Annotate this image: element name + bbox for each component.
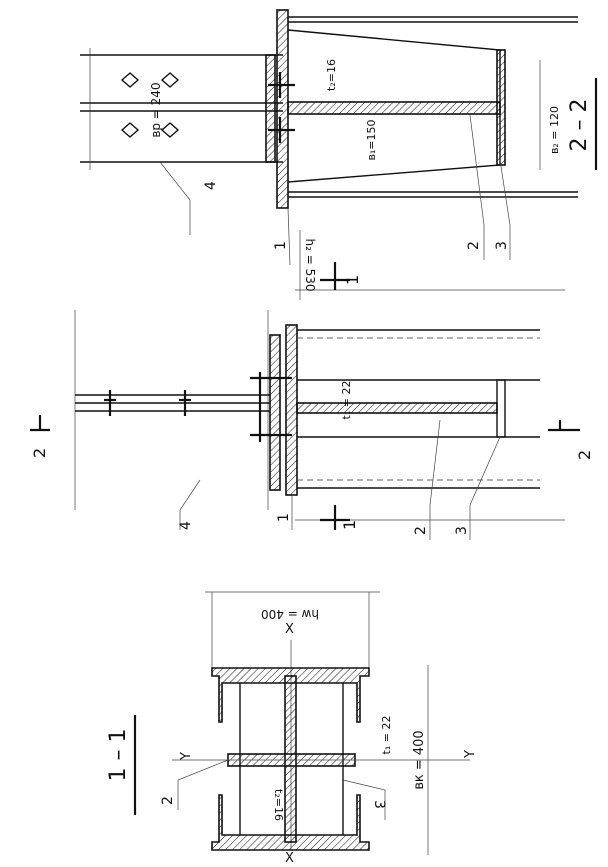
item-2-section: 2 — [160, 796, 176, 805]
cut-1-bottom: 1 — [340, 520, 359, 530]
axis-y-right: Y — [463, 750, 478, 759]
dim-t1-section: t₁ = 22 — [380, 716, 393, 755]
item-3-label: 3 — [494, 241, 510, 250]
axis-x-bottom: X — [285, 851, 294, 866]
section-2-2: 2 – 2 ʙp = 240 t₂=16 ʙ₁=150 ʙ₂ = 120 4 1… — [80, 9, 598, 266]
item-1-label: 1 — [273, 241, 289, 250]
dim-b2: ʙ₂ = 120 — [548, 106, 561, 154]
item-2-elev: 2 — [413, 526, 429, 535]
elevation-view: h₂ = 530 t₁ = 22 2 2 1 1 4 1 2 3 — [30, 230, 594, 540]
section-2-2-title: 2 – 2 — [567, 99, 592, 152]
cut-1-top: 1 — [343, 275, 362, 285]
item-3-section: 3 — [371, 800, 387, 809]
dim-hw: hw = 400 — [261, 607, 319, 621]
axis-y-left: Y — [179, 752, 194, 761]
dim-h2: h₂ = 530 — [303, 238, 317, 291]
dim-bp: ʙp = 240 — [149, 82, 163, 137]
dim-t1-elev: t₁ = 22 — [340, 381, 353, 420]
section-1-1: 1 – 1 hw = 400 X X Y Y ʙк = 400 t₁ = 22 … — [106, 591, 478, 866]
cut-2-top: 2 — [30, 448, 49, 458]
axis-x-top: X — [285, 622, 294, 637]
item-4-elev: 4 — [178, 521, 194, 530]
cut-2-bottom: 2 — [575, 450, 594, 460]
dim-bk: ʙк = 400 — [412, 730, 427, 789]
section-1-1-title: 1 – 1 — [106, 729, 131, 782]
item-1-elev: 1 — [276, 513, 292, 522]
dim-b1: ʙ₁=150 — [365, 120, 378, 161]
item-3-elev: 3 — [454, 526, 470, 535]
item-2-label: 2 — [466, 241, 482, 250]
item-4-label: 4 — [203, 181, 219, 190]
dim-t2-22: t₂=16 — [325, 59, 338, 91]
dim-t2-section: t₂=16 — [272, 789, 285, 821]
